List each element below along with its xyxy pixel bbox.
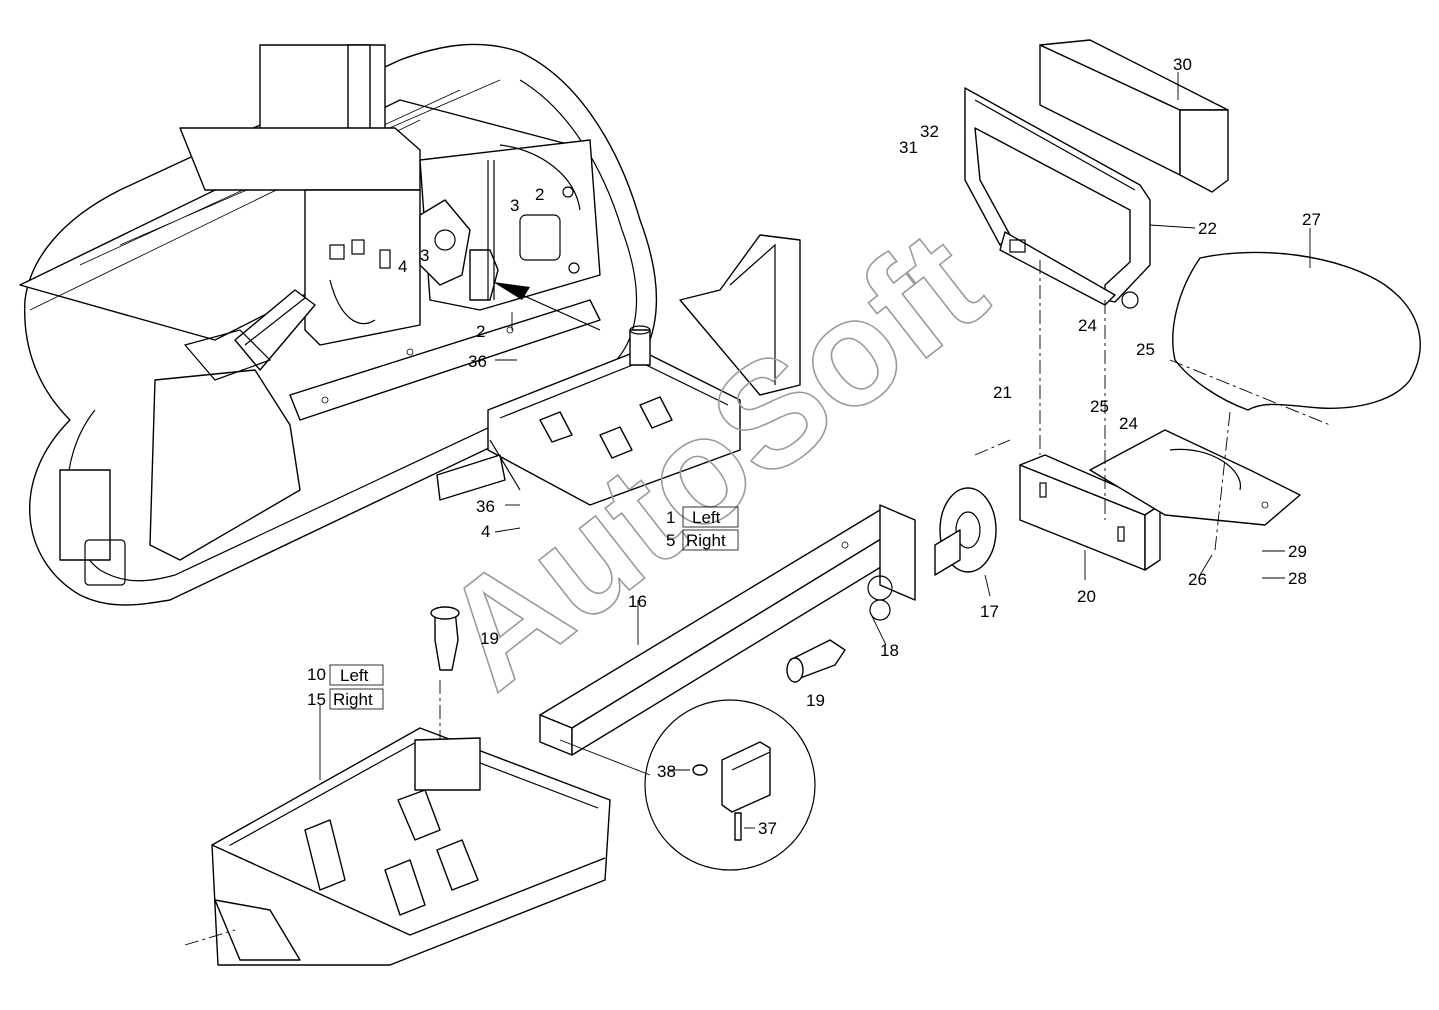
right-box-15 (329, 688, 384, 710)
left-box-10 (329, 664, 384, 686)
callout-24-top: 24 (1078, 316, 1097, 335)
assembly-center-lines (184, 260, 1331, 946)
callout-19-top: 19 (480, 629, 499, 648)
left-label-1: Left (692, 508, 721, 527)
side-label-boxes: Left Right Left Right (329, 506, 739, 710)
callout-2-top: 2 (535, 185, 544, 204)
callout-26: 26 (1188, 570, 1207, 589)
callout-37: 37 (758, 819, 777, 838)
part-10-15-lower-tray (211, 727, 611, 966)
callout-17: 17 (980, 602, 999, 621)
left-box-1 (682, 506, 739, 528)
callout-4-bottom: 4 (481, 522, 490, 541)
callout-15: 15 (307, 690, 326, 709)
crawler-track-assembly (19, 43, 657, 606)
callout-21: 21 (993, 383, 1012, 402)
callout-19-bottom: 19 (806, 691, 825, 710)
part-30-foam-pad (1039, 39, 1229, 193)
left-label-10: Left (340, 666, 369, 685)
callout-38: 38 (657, 762, 676, 781)
callout-28: 28 (1288, 569, 1307, 588)
callout-25-right: 25 (1136, 340, 1155, 359)
callout-4-top: 4 (398, 257, 407, 276)
right-label-15: Right (333, 690, 373, 709)
part-22-frame-bracket (964, 87, 1151, 309)
callout-27: 27 (1302, 210, 1321, 229)
part-27-mat (1172, 251, 1421, 411)
part-16-beam (539, 504, 916, 756)
callout-16: 16 (628, 592, 647, 611)
callout-25-left: 25 (1090, 397, 1109, 416)
callout-3-top: 3 (510, 196, 519, 215)
detail-circle-38-37 (559, 699, 816, 871)
callout-36-bottom: 36 (476, 497, 495, 516)
callout-29: 29 (1288, 542, 1307, 561)
callout-3-mid: 3 (420, 246, 429, 265)
callout-32: 32 (920, 122, 939, 141)
callout-labels: 30 32 31 22 27 2 3 3 4 2 36 24 25 25 21 … (307, 55, 1321, 838)
callout-5: 5 (666, 531, 675, 550)
leader-lines (319, 72, 1311, 829)
callout-24-bottom: 24 (1119, 414, 1138, 433)
part-17-hub-flange (934, 487, 997, 576)
callout-2-mid: 2 (476, 322, 485, 341)
part-1-5-upper-tray (436, 234, 801, 506)
callout-30: 30 (1173, 55, 1192, 74)
callout-1: 1 (666, 508, 675, 527)
callout-10: 10 (307, 665, 326, 684)
callout-20: 20 (1077, 587, 1096, 606)
part-20-mount-plate (1019, 429, 1301, 571)
callout-22: 22 (1198, 219, 1217, 238)
part-19-pins (430, 606, 846, 683)
right-box-5 (682, 529, 739, 551)
callout-31: 31 (899, 138, 918, 157)
callout-18: 18 (880, 641, 899, 660)
callout-36-top: 36 (468, 352, 487, 371)
right-label-5: Right (686, 531, 726, 550)
